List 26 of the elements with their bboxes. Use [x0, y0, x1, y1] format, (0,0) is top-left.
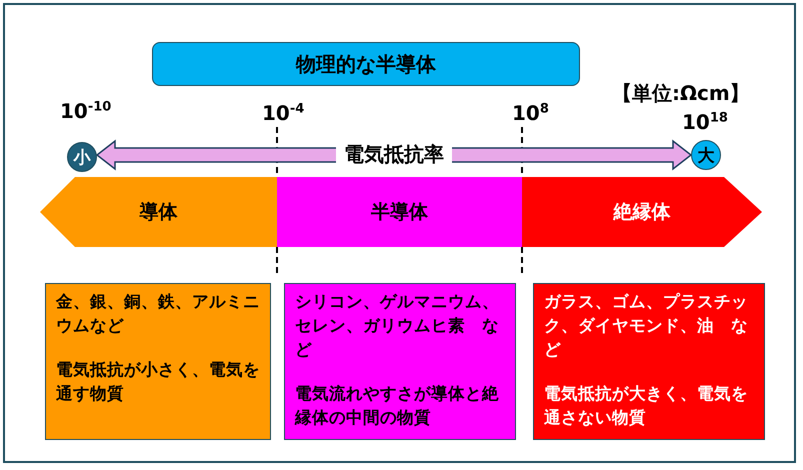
title-text: 物理的な半導体: [296, 50, 436, 78]
description-card: [284, 283, 516, 440]
circle-text: 小: [74, 146, 90, 168]
category-name: 絶縁体: [614, 200, 670, 225]
title-bar: [152, 42, 580, 86]
description-text: 電気流れやすさが導体と絶縁体の中間の物質: [295, 382, 500, 429]
tick-label: 10$^{-10}$: [60, 99, 112, 123]
circle-text: 大: [698, 144, 714, 166]
scale-circle: [691, 140, 721, 170]
description-text: 電気抵抗が小さく、電気を通す物質: [56, 358, 260, 405]
tick-label: 10$^{18}$: [682, 110, 728, 134]
description-text: シリコン、ゲルマニウム、セレン、ガリウムヒ素 など: [295, 291, 500, 361]
category-band: [277, 177, 522, 247]
description-text: 電気抵抗が大きく、電気を通さない物質: [544, 382, 749, 429]
tick-label: 10$^{8}$: [512, 101, 549, 125]
category-band: [522, 177, 762, 247]
unit-label: 【単位:Ωcm】: [612, 80, 750, 107]
tick-label: 10$^{-4}$: [262, 101, 304, 125]
category-band: [40, 177, 277, 247]
description-card: [45, 283, 271, 440]
scale-circle: [67, 142, 97, 172]
description-text: 金、銀、銅、鉄、アルミニウムなど: [56, 291, 260, 337]
description-text: ガラス、ゴム、プラスチック、ダイヤモンド、油 など: [544, 291, 749, 361]
description-card: [533, 283, 765, 440]
category-name: 導体: [140, 200, 178, 225]
category-name: 半導体: [371, 200, 428, 225]
